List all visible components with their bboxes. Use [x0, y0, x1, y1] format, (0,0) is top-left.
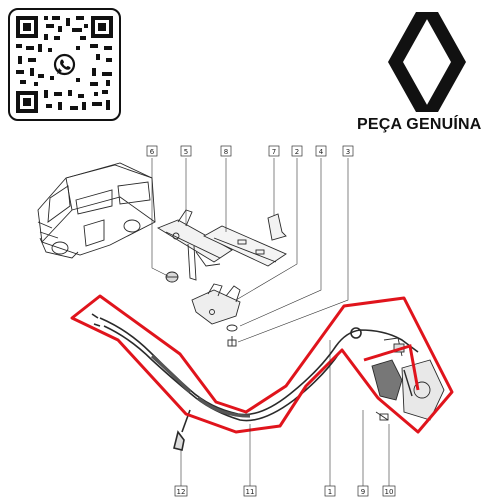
callout-3: 3 — [342, 145, 354, 157]
callout-8-label: 8 — [224, 148, 228, 156]
callout-7: 7 — [268, 145, 280, 157]
callout-11-label: 11 — [246, 488, 255, 496]
qr-code — [8, 8, 121, 121]
callout-12: 12 — [174, 485, 188, 497]
van-illustration — [37, 162, 156, 259]
callout-2: 2 — [291, 145, 303, 157]
callout-8: 8 — [220, 145, 232, 157]
callout-5: 5 — [180, 145, 192, 157]
highlight-inner — [363, 344, 420, 391]
callout-7-label: 7 — [272, 148, 276, 156]
callout-4: 4 — [315, 145, 327, 157]
selector-mechanism — [371, 337, 445, 421]
callout-6: 6 — [146, 145, 158, 157]
callout-9: 9 — [357, 485, 369, 497]
renault-diamond-logo-icon — [388, 12, 466, 112]
callout-9-label: 9 — [361, 488, 365, 496]
callout-2-label: 2 — [295, 148, 299, 156]
upper-parts — [156, 209, 287, 347]
callout-12-label: 12 — [177, 488, 186, 496]
callout-3-label: 3 — [346, 148, 350, 156]
callout-4-label: 4 — [319, 148, 324, 156]
callout-1: 1 — [324, 485, 336, 497]
callout-10: 10 — [382, 485, 396, 497]
callout-5-label: 5 — [184, 148, 188, 156]
callout-1-label: 1 — [328, 488, 332, 496]
genuine-part-label: PEÇA GENUÍNA — [357, 116, 482, 133]
whatsapp-qr-code-icon — [16, 16, 113, 113]
callout-6-label: 6 — [150, 148, 155, 156]
callouts: 6 5 8 7 2 4 3 12 11 1 9 10 — [146, 145, 396, 497]
leader-lines — [151, 158, 390, 486]
highlight-outline — [70, 294, 454, 434]
callout-10-label: 10 — [385, 488, 394, 496]
callout-11: 11 — [243, 485, 257, 497]
